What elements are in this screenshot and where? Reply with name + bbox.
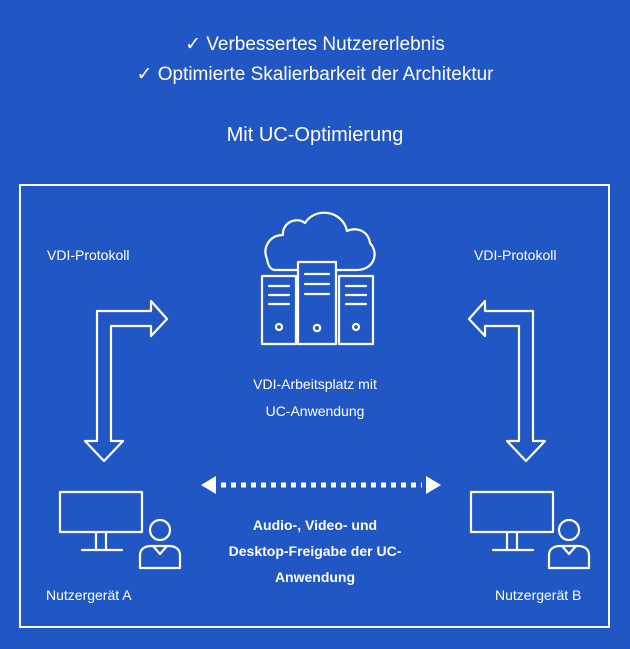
double-arrow-icon: [201, 476, 441, 494]
user-icon-a: [138, 518, 182, 570]
user-icon-b: [547, 518, 591, 570]
media-label-line3: Anwendung: [274, 569, 356, 585]
media-label-line2: Desktop-Freigabe der UC-: [228, 543, 402, 559]
protocol-label-left: VDI-Protokoll: [47, 247, 130, 263]
server-label-line1: VDI-Arbeitsplatz mit: [253, 376, 377, 392]
benefit-user-experience: ✓ Verbessertes Nutzererlebnis: [185, 34, 445, 55]
benefit-scalability: ✓ Optimierte Skalierbarkeit der Architek…: [136, 64, 494, 85]
elbow-arrow-icon-left: [83, 299, 169, 463]
server-rack-icon: [260, 260, 375, 346]
diagram-title: Mit UC-Optimierung: [226, 124, 404, 146]
media-label-line1: Audio-, Video- und: [252, 517, 378, 533]
device-label-a: Nutzergerät A: [46, 587, 132, 603]
monitor-icon-b: [469, 490, 555, 552]
protocol-label-right: VDI-Protokoll: [474, 247, 557, 263]
monitor-icon-a: [58, 490, 144, 552]
cloud-icon: [264, 211, 376, 272]
device-label-b: Nutzergerät B: [495, 587, 582, 603]
server-label-line2: UC-Anwendung: [265, 403, 365, 419]
architecture-frame: [19, 184, 610, 628]
elbow-arrow-icon-right: [467, 299, 547, 463]
